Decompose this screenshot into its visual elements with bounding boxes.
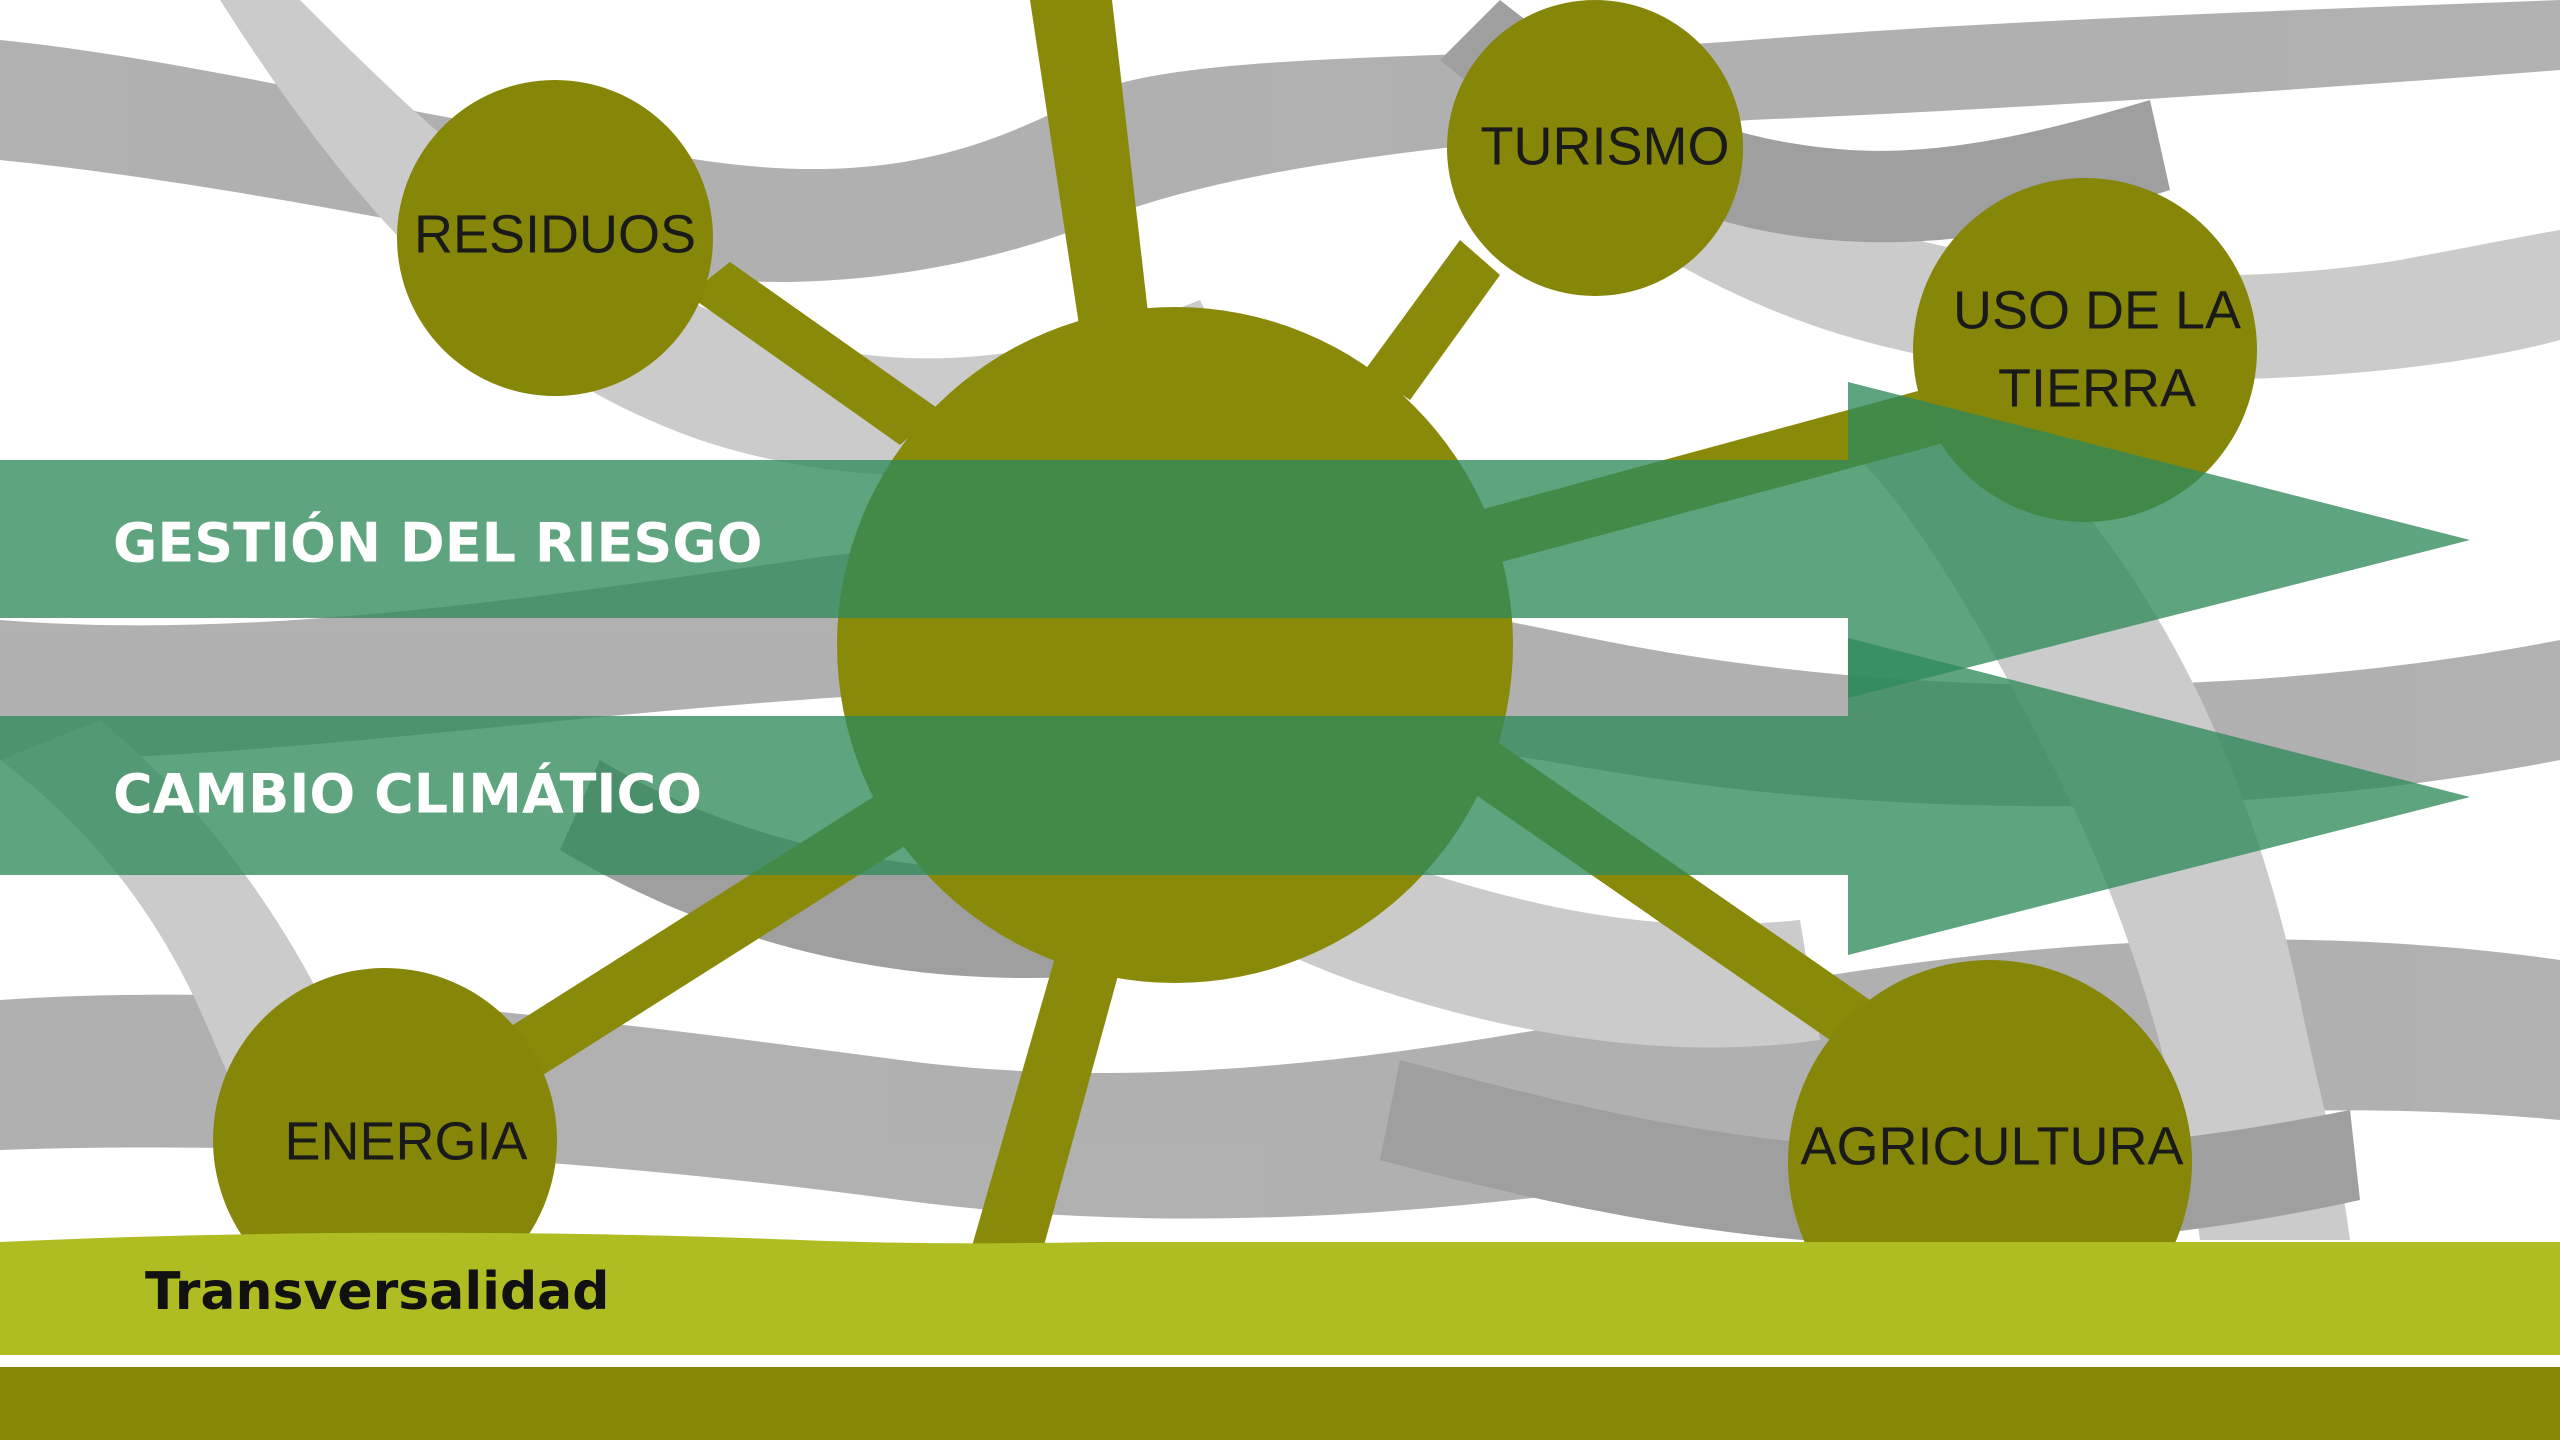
node-agricultura-label: AGRICULTURA	[1800, 1116, 2183, 1176]
arrow-gestion-shape	[0, 382, 2470, 698]
central-hub	[837, 307, 1513, 983]
node-residuos: RESIDUOS	[397, 80, 713, 396]
node-turismo-label: TURISMO	[1481, 116, 1730, 176]
node-uso-de-la-tierra-label-line1: USO DE LA	[1953, 280, 2241, 340]
node-residuos-label: RESIDUOS	[414, 204, 696, 264]
footer: Transversalidad	[0, 1232, 2560, 1440]
spoke-bottom	[968, 940, 1125, 1260]
footer-band	[0, 1232, 2560, 1355]
arrow-cambio-shape	[0, 638, 2470, 955]
arrow-gestion-del-riesgo: GESTIÓN DEL RIESGO	[0, 382, 2470, 698]
node-turismo-circle	[1447, 0, 1743, 296]
node-energia: ENERGIA	[213, 968, 557, 1312]
node-residuos-circle	[397, 80, 713, 396]
arrow-cambio-climatico: CAMBIO CLIMÁTICO	[0, 638, 2470, 955]
footer-divider	[0, 1355, 2560, 1367]
spoke-top	[1030, 0, 1150, 345]
arrow-cambio-label: CAMBIO CLIMÁTICO	[113, 763, 702, 826]
node-energia-circle	[213, 968, 557, 1312]
node-turismo: TURISMO	[1447, 0, 1743, 296]
footer-label: Transversalidad	[145, 1262, 610, 1322]
node-uso-de-la-tierra-label-line2: TIERRA	[1998, 358, 2196, 418]
spoke-residuos	[688, 262, 940, 445]
node-energia-label: ENERGIA	[284, 1111, 527, 1171]
arrow-gestion-label: GESTIÓN DEL RIESGO	[113, 512, 763, 575]
footer-bar	[0, 1367, 2560, 1440]
spoke-turismo	[1365, 240, 1500, 400]
